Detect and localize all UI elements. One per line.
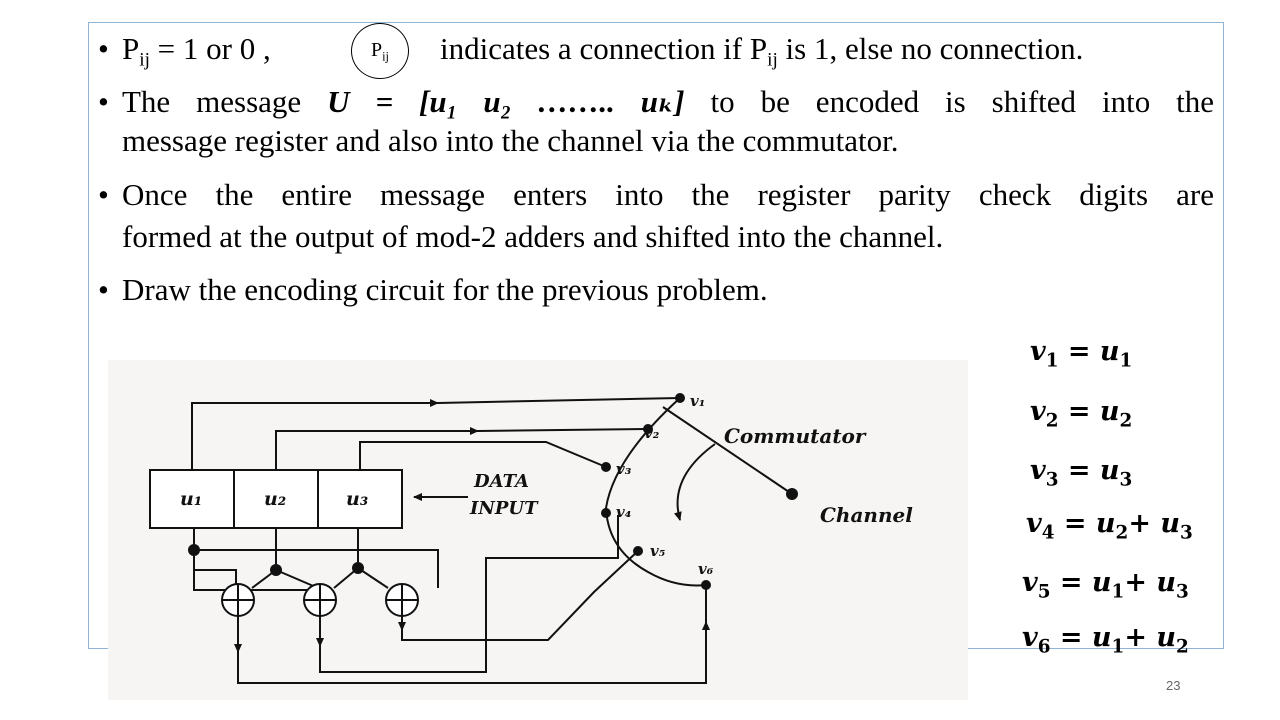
bullet-1-text: indicates a connection if Pij is 1, else…	[440, 31, 1084, 71]
scan-background	[108, 360, 968, 700]
data-input-label: DATA	[473, 471, 529, 492]
bullet-3-line-2: formed at the output of mod-2 adders and…	[122, 219, 944, 254]
page-number: 23	[1166, 678, 1181, 693]
register-cell-u1: u₁	[180, 488, 202, 510]
equation-v1: v1 = u1	[1030, 336, 1133, 372]
encoding-circuit-diagram: u₁ u₂ u₃ DATA INPUT Commutator Channel v…	[108, 360, 968, 700]
equation-v3: v3 = u3	[1030, 455, 1133, 491]
tap-label-v3: v₃	[616, 460, 632, 478]
data-input-label: INPUT	[469, 498, 539, 519]
bullet-2-line-2: message register and also into the chann…	[122, 123, 899, 158]
bullet-2-line-1: The message U = [u₁ u₂ …….. uₖ] to be en…	[122, 84, 1214, 119]
equation-v4: v4 = u2+ u3	[1026, 508, 1193, 544]
commutator-label: Commutator	[724, 424, 867, 448]
pij-connection-symbol: Pij	[351, 23, 409, 79]
bullet-dot: •	[98, 84, 109, 119]
bullet-dot: •	[98, 31, 109, 66]
register-cell-u3: u₃	[346, 488, 368, 510]
tap-label-v5: v₅	[650, 542, 666, 560]
tap-label-v1: v₁	[690, 392, 705, 410]
message-vector: U = [u₁ u₂ …….. uₖ]	[327, 84, 685, 119]
tap-label-v6: v₆	[698, 560, 714, 578]
channel-label: Channel	[820, 503, 913, 527]
commutator-contact-arc	[604, 397, 707, 587]
equation-v2: v2 = u2	[1030, 396, 1133, 432]
equation-v6: v6 = u1+ u2	[1022, 622, 1189, 658]
bullet-dot: •	[98, 272, 109, 307]
message-register	[149, 469, 403, 529]
tap-label-v2: v₂	[644, 424, 660, 442]
tap-label-v4: v₄	[616, 503, 631, 521]
bullet-dot: •	[98, 177, 109, 212]
register-cell-u2: u₂	[264, 488, 286, 510]
bullet-4-text: Draw the encoding circuit for the previo…	[122, 272, 768, 307]
equation-v5: v5 = u1+ u3	[1022, 567, 1189, 603]
bullet-3-line-1: Once the entire message enters into the …	[122, 177, 1214, 212]
bullet-1-prefix: Pij = 1 or 0 ,	[122, 31, 271, 71]
